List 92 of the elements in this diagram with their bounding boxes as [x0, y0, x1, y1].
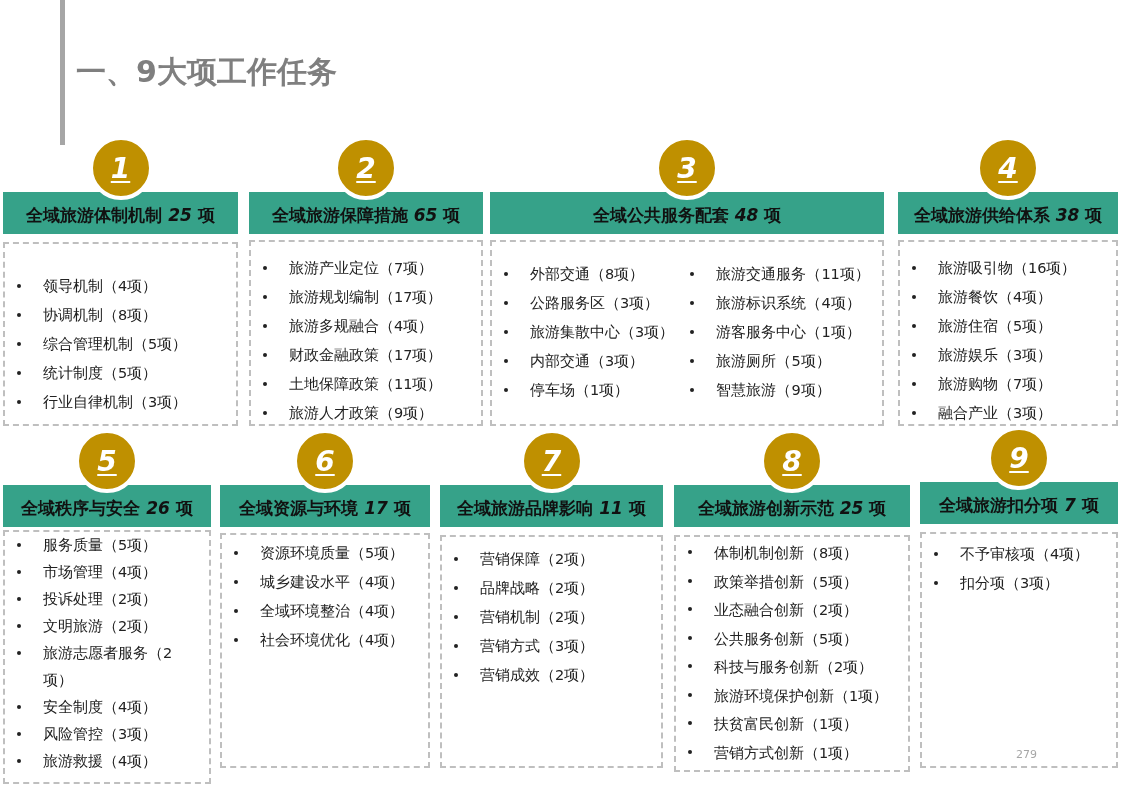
- list-item-text: 扣分项（3项）: [960, 574, 1060, 593]
- list-item-text: 停车场（1项）: [530, 381, 630, 400]
- list-item-text: 协调机制（8项）: [43, 306, 158, 325]
- list-item-text: 领导机制（4项）: [43, 277, 158, 296]
- list-item-text: 旅游购物（7项）: [938, 375, 1053, 394]
- list-item-text: 旅游餐饮（4项）: [938, 288, 1053, 307]
- dashed-list-box: [249, 240, 483, 426]
- list-item-text: 城乡建设水平（4项）: [260, 573, 405, 592]
- category-header-band: [3, 192, 238, 234]
- list-item-text: 旅游志愿者服务（2项）: [43, 644, 174, 690]
- page-number: 279: [1016, 748, 1037, 761]
- list-item-text: 业态融合创新（2项）: [714, 601, 859, 620]
- list-item-text: 服务质量（5项）: [43, 536, 158, 555]
- dashed-list-box: [490, 240, 884, 426]
- list-item-text: 社会环境优化（4项）: [260, 631, 405, 650]
- list-item-text: 旅游环境保护创新（1项）: [714, 686, 889, 706]
- dashed-list-box: [898, 240, 1118, 426]
- list-item-text: 安全制度（4项）: [43, 698, 158, 717]
- category-header-band: [249, 192, 483, 234]
- category-title: 全域公共服务配套 48 项: [592, 203, 782, 227]
- list-item-text: 全域环境整治（4项）: [260, 602, 405, 621]
- list-item-text: 公共服务创新（5项）: [714, 629, 859, 649]
- list-item-text: 行业自律机制（3项）: [43, 393, 188, 412]
- dashed-list-box: [3, 530, 211, 784]
- list-item-text: 旅游厕所（5项）: [716, 352, 831, 371]
- dashed-list-box: [674, 535, 910, 772]
- list-item-text: 资源环境质量（5项）: [260, 544, 405, 563]
- list-item-text: 不予审核项（4项）: [960, 545, 1090, 564]
- list-item-text: 综合管理机制（5项）: [43, 335, 188, 354]
- dashed-list-box: [220, 533, 430, 768]
- item-number: 1: [110, 151, 131, 185]
- list-item-text: 旅游人才政策（9项）: [289, 404, 434, 423]
- item-number: 8: [782, 444, 802, 478]
- list-item-text: 土地保障政策（11项）: [289, 375, 443, 394]
- list-item-text: 外部交通（8项）: [530, 265, 645, 284]
- category-header-band: [674, 485, 910, 527]
- list-item-text: 营销方式（3项）: [480, 637, 595, 656]
- dashed-list-box: [3, 242, 238, 426]
- list-item-text: 旅游住宿（5项）: [938, 317, 1053, 336]
- list-item-text: 融合产业（3项）: [938, 404, 1053, 423]
- page-title: 一、9大项工作任务: [76, 53, 337, 91]
- item-number: 9: [1009, 441, 1029, 475]
- list-item-text: 市场管理（4项）: [43, 563, 158, 582]
- item-number: 3: [677, 151, 697, 185]
- category-header-band: [440, 485, 663, 527]
- list-item-text: 财政金融政策（17项）: [289, 346, 443, 365]
- list-item-text: 旅游吸引物（16项）: [938, 259, 1077, 278]
- category-title: 全域资源与环境 17 项: [239, 496, 411, 520]
- category-header-band: [3, 485, 211, 527]
- list-item-text: 旅游交通服务（11项）: [716, 265, 870, 284]
- list-item-text: 科技与服务创新（2项）: [714, 658, 874, 677]
- category-header-band: [920, 482, 1118, 524]
- category-title: 全域旅游创新示范 25 项: [697, 496, 887, 520]
- list-item-text: 内部交通（3项）: [530, 352, 645, 371]
- list-item-text: 营销方式创新（1项）: [714, 743, 859, 763]
- list-item-text: 统计制度（5项）: [43, 364, 158, 383]
- list-item-text: 智慧旅游（9项）: [716, 381, 831, 400]
- list-item-text: 体制机制创新（8项）: [714, 544, 859, 563]
- list-item-text: 营销机制（2项）: [480, 608, 595, 627]
- list-item-text: 旅游多规融合（4项）: [289, 317, 434, 336]
- list-item-text: 营销成效（2项）: [480, 666, 595, 685]
- category-title: 全域旅游保障措施 65 项: [271, 203, 461, 227]
- category-title: 全域旅游供给体系 38 项: [913, 203, 1103, 227]
- category-header-band: [490, 192, 884, 234]
- category-title: 全域旅游扣分项 7 项: [939, 493, 1099, 517]
- item-number: 5: [97, 444, 117, 478]
- category-header-band: [898, 192, 1118, 234]
- list-item-text: 投诉处理（2项）: [43, 590, 158, 609]
- list-item-text: 公路服务区（3项）: [530, 294, 660, 313]
- item-number: 4: [998, 151, 1018, 185]
- list-item-text: 文明旅游（2项）: [43, 617, 158, 636]
- dashed-list-box: [440, 535, 663, 768]
- category-header-band: [220, 485, 430, 527]
- list-item-text: 营销保障（2项）: [480, 550, 595, 569]
- list-item-text: 扶贫富民创新（1项）: [714, 715, 859, 734]
- category-title: 全域旅游品牌影响 11 项: [457, 496, 646, 520]
- item-number: 6: [315, 444, 335, 478]
- list-item-text: 旅游救援（4项）: [43, 752, 158, 771]
- category-title: 全域秩序与安全 26 项: [21, 496, 193, 520]
- list-item-text: 旅游规划编制（17项）: [289, 288, 443, 307]
- list-item-text: 旅游集散中心（3项）: [530, 323, 675, 342]
- category-title: 全域旅游体制机制 25 项: [26, 203, 215, 227]
- list-item-text: 旅游标识系统（4项）: [716, 294, 861, 313]
- list-item-text: 旅游娱乐（3项）: [938, 346, 1053, 365]
- item-number: 7: [541, 444, 562, 478]
- item-number: 2: [356, 151, 376, 185]
- list-item-text: 政策举措创新（5项）: [714, 572, 859, 592]
- list-item-text: 旅游产业定位（7项）: [289, 259, 434, 278]
- list-item-text: 品牌战略（2项）: [480, 579, 595, 598]
- dashed-list-box: [920, 532, 1118, 768]
- list-item-text: 游客服务中心（1项）: [716, 323, 861, 342]
- list-item-text: 风险管控（3项）: [43, 725, 158, 744]
